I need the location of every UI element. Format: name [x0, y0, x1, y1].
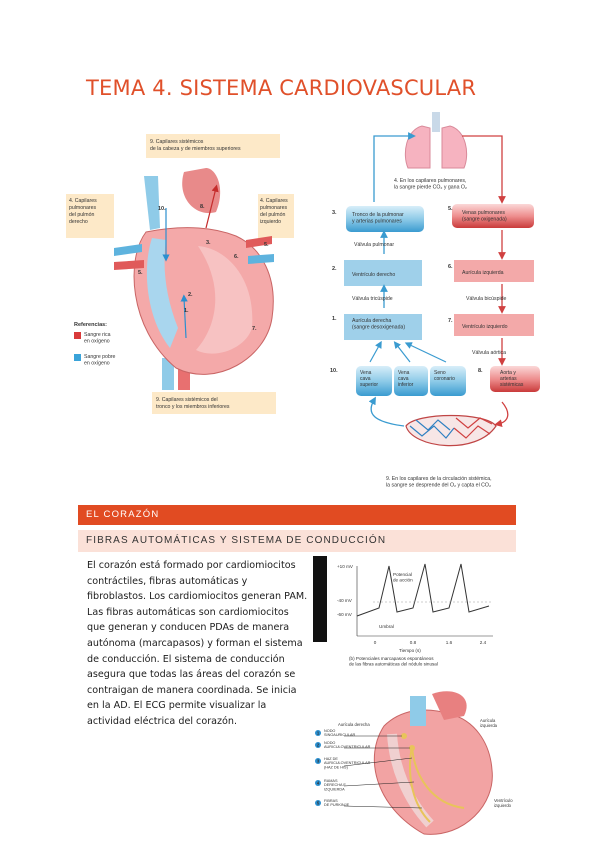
valve-bicuspid: Válvula bicúspide — [466, 296, 506, 302]
valve-tricuspid: Válvula tricúspide — [352, 296, 393, 302]
right-step-label: Aurícula izquierda — [462, 270, 504, 276]
conduction-step-number: 3 — [317, 759, 320, 764]
conduction-step-number: 1 — [317, 731, 320, 736]
ap-x-tick: 2.4 — [480, 640, 487, 645]
left-step-label: Ventrículo derecho — [352, 272, 395, 278]
heart-number-label: 8. — [200, 204, 205, 210]
right-step-number: 7. — [448, 318, 453, 324]
right-step-label: Ventrículo izquierdo — [462, 324, 508, 330]
left-step-number: 1. — [332, 316, 337, 322]
left-step-number: 2. — [332, 266, 337, 272]
heart-number-label: 5. — [138, 270, 143, 276]
body-paragraph: El corazón está formado por cardiomiocit… — [87, 560, 308, 727]
left-step-label: Aurícula derecha(sangre desoxigenada) — [352, 318, 405, 331]
ap-y-tick: +10 mV — [337, 564, 354, 569]
legend-title: Referencias: — [74, 322, 107, 328]
heart-number-label: 5. — [264, 242, 269, 248]
ap-x-axis: Tiempo (s) — [399, 648, 421, 653]
lung-note: 4. En los capilares pulmonares,la sangre… — [394, 178, 467, 191]
subsection-heading-fibras: FIBRAS AUTOMÁTICAS Y SISTEMA DE CONDUCCI… — [78, 530, 516, 552]
conduction-step-marker — [315, 742, 321, 748]
section-heading-corazon: EL CORAZÓN — [78, 505, 516, 525]
right-step-number: 6. — [448, 264, 453, 270]
legend-swatch-deoxygenated — [74, 354, 81, 361]
ap-x-tick: 0 — [374, 640, 377, 645]
legend-swatch-oxygenated — [74, 332, 81, 339]
ap-y-tick: -40 mV — [337, 598, 353, 603]
ap-threshold-label: Umbral — [379, 624, 394, 629]
conduction-step-marker — [315, 800, 321, 806]
left-step-number: 3. — [332, 210, 337, 216]
right-step-label: Venas pulmonares(sangre oxigenada) — [462, 210, 507, 223]
valve-aortic: Válvula aórtica — [472, 350, 506, 356]
conduction-step-marker — [315, 730, 321, 736]
circulation-diagram: 4. En los capilares pulmonares,la sangre… — [326, 104, 548, 496]
ap-x-tick: 1.6 — [446, 640, 453, 645]
heart-number-label: 3. — [206, 240, 211, 246]
ap-x-tick: 0.8 — [410, 640, 417, 645]
label-right-atrium: Aurícula derecha — [338, 722, 370, 727]
conduction-step-marker — [315, 758, 321, 764]
heart-number-label: 6. — [234, 254, 239, 260]
heart-number-label: 7. — [252, 326, 257, 332]
valve-pulmonary: Válvula pulmonar — [354, 242, 394, 248]
heart-number-label: 1. — [184, 308, 189, 314]
ap-y-tick: -60 mV — [337, 612, 353, 617]
right-step-number: 8. — [478, 368, 483, 374]
conduction-step-number: 4 — [317, 781, 320, 786]
conduction-step-number: 5 — [317, 801, 320, 806]
conduction-step-marker — [315, 780, 321, 786]
heart-number-label: 2. — [188, 292, 193, 298]
conduction-step-number: 2 — [317, 743, 320, 748]
page-title: TEMA 4. SISTEMA CARDIOVASCULAR — [86, 76, 477, 100]
heart-number-label: 10. — [158, 206, 166, 212]
right-step-number: 5. — [448, 206, 453, 212]
veins-number: 10. — [330, 368, 338, 374]
systemic-capillaries-note: 9. En los capilares de la circulación si… — [386, 476, 492, 489]
